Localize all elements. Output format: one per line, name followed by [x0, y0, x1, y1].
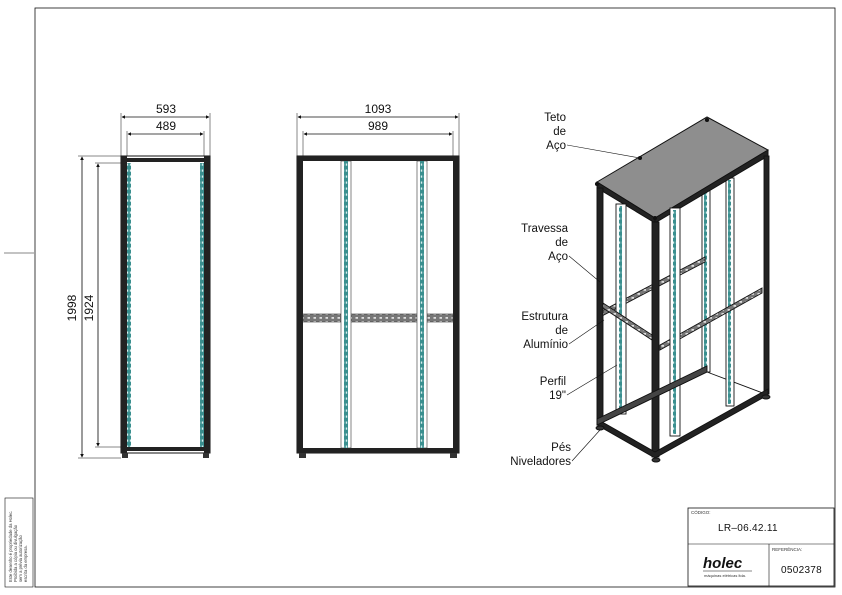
side-note: Este desenho é propriedade da Holec. Pro… [4, 497, 34, 588]
svg-text:Travessa: Travessa [521, 223, 568, 235]
isometric-view [594, 116, 771, 463]
front-view [296, 155, 460, 458]
callout-travessa: Travessa de Aço [521, 223, 601, 283]
dim-front-outer: 1093 [365, 102, 392, 116]
svg-text:Pés: Pés [551, 442, 571, 454]
svg-text:Aço: Aço [546, 140, 566, 152]
side-note-line-2: Proibida a cópia ou divulgação [13, 524, 18, 582]
callout-perfil: Perfil 19" [540, 364, 618, 402]
dim-side-outer: 593 [156, 102, 176, 116]
dim-inner-height: 1924 [82, 294, 96, 321]
dim-overall-height: 1998 [65, 294, 79, 321]
svg-text:Perfil: Perfil [540, 376, 566, 388]
dim-front-inner: 989 [368, 119, 388, 133]
svg-text:de: de [555, 325, 568, 337]
title-block: CÓDIGO: LR–06.42.11 REFERÊNCIA: 0502378 … [687, 507, 835, 587]
side-note-line-3: sem a prévia autorização [18, 535, 23, 582]
side-dimensions: 593 489 1998 1924 [65, 102, 211, 459]
front-dimensions: 1093 989 [296, 102, 460, 156]
holec-logo-sub: máquinas elétricas ltda. [704, 573, 746, 578]
sheet-border [34, 7, 836, 588]
svg-text:Teto: Teto [544, 112, 566, 124]
svg-text:de: de [555, 237, 568, 249]
callout-teto: Teto de Aço [544, 112, 641, 159]
side-note-line-4: escrita da empresa. [23, 545, 28, 582]
codigo-value: LR–06.42.11 [718, 523, 778, 534]
dim-side-inner: 489 [156, 119, 176, 133]
svg-text:Alumínio: Alumínio [523, 339, 568, 351]
callout-pes: Pés Niveladores [510, 429, 601, 468]
svg-text:Niveladores: Niveladores [510, 456, 571, 468]
svg-text:de: de [553, 126, 566, 138]
holec-logo: holec [703, 555, 743, 572]
side-note-line-1: Este desenho é propriedade da Holec. [8, 511, 13, 582]
callout-estrutura: Estrutura de Alumínio [521, 311, 605, 351]
referencia-label: REFERÊNCIA: [772, 545, 802, 552]
svg-text:19": 19" [549, 390, 566, 402]
referencia-value: 0502378 [781, 565, 822, 576]
svg-text:Estrutura: Estrutura [521, 311, 568, 323]
svg-text:Aço: Aço [548, 251, 568, 263]
side-view [120, 155, 211, 458]
codigo-label: CÓDIGO: [691, 509, 711, 515]
